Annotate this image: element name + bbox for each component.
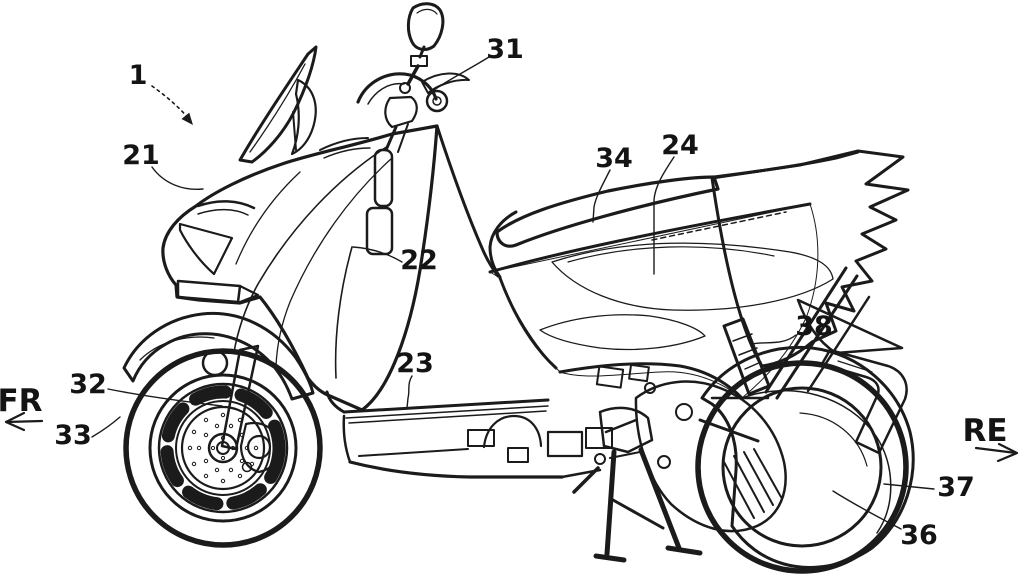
deck-trim-swoosh xyxy=(539,314,706,351)
seat-nose xyxy=(488,210,518,279)
rear-tire-outer xyxy=(695,360,909,574)
front-fender xyxy=(122,311,315,401)
tail-cowl xyxy=(710,149,910,368)
leader-line-22 xyxy=(352,246,403,263)
front-rim-inner xyxy=(175,400,271,496)
leader-line-31 xyxy=(433,56,490,91)
fr-label: FR xyxy=(0,383,43,419)
front-tire-outer xyxy=(123,348,323,548)
fork-shroud xyxy=(365,206,394,256)
caliper-bolt xyxy=(241,461,253,473)
front-brake-disc xyxy=(180,405,266,491)
front-rim-outer xyxy=(157,382,289,514)
front-lip xyxy=(176,279,242,304)
fairing-outline xyxy=(161,124,439,412)
front-fender-contour xyxy=(139,336,215,361)
ref-label-1: 1 xyxy=(129,60,148,91)
seat-rail-edge xyxy=(488,202,812,274)
body-lower-edge xyxy=(558,362,744,400)
direction-marker-rear: RE xyxy=(962,413,1019,463)
headlight xyxy=(178,222,234,276)
ref-label-34: 34 xyxy=(595,143,633,174)
rear-frame xyxy=(698,266,871,443)
front-fairing xyxy=(161,124,500,412)
ref-label-31: 31 xyxy=(486,34,524,65)
tail-lower-fin xyxy=(796,298,904,355)
ref-label-36: 36 xyxy=(900,520,938,551)
step-through-edge xyxy=(435,124,500,278)
throttle-grip-end xyxy=(425,89,449,113)
leader-line-33 xyxy=(91,416,121,438)
fr-arrowhead-icon xyxy=(4,411,26,432)
ref-label-22: 22 xyxy=(400,245,438,276)
rear-tire-inner xyxy=(721,386,883,548)
fork-tube-upper xyxy=(373,148,394,208)
leader-line-36 xyxy=(832,490,902,530)
direction-marker-front: FR xyxy=(0,383,44,432)
body-side-panel xyxy=(488,202,834,400)
leader-line-21 xyxy=(151,166,204,191)
under-cowl-edge xyxy=(348,460,564,479)
switch-housing xyxy=(384,95,418,129)
re-label: RE xyxy=(962,413,1007,449)
brake-lever xyxy=(421,72,470,94)
mirror xyxy=(406,2,445,51)
front-wheel xyxy=(123,348,323,548)
caliper-piston xyxy=(246,434,272,460)
center-stand xyxy=(572,406,703,563)
leader-line-34 xyxy=(592,169,611,223)
ref-label-21: 21 xyxy=(122,140,160,171)
handlebar-assembly xyxy=(356,2,470,256)
fender-mount-boss xyxy=(201,349,229,377)
rear-shock xyxy=(722,317,771,396)
leader-arrowhead-1 xyxy=(181,112,193,125)
leader-line-38 xyxy=(751,334,797,345)
windshield xyxy=(238,45,371,164)
front-wheel-spokes xyxy=(160,385,286,511)
ref-label-37: 37 xyxy=(937,472,975,503)
ref-label-23: 23 xyxy=(396,348,434,379)
rear-drive-unit xyxy=(604,380,787,533)
leader-line-37 xyxy=(883,483,935,490)
leg-shield-contour xyxy=(334,246,353,379)
leader-line-32 xyxy=(107,388,223,407)
ref-label-24: 24 xyxy=(661,130,699,161)
floorboard xyxy=(325,390,602,479)
rear-rack-line xyxy=(712,150,860,179)
engine-underside xyxy=(467,414,613,465)
rear-wheel xyxy=(695,360,909,574)
fr-arrow xyxy=(4,419,44,424)
ref-label-38: 38 xyxy=(795,311,833,342)
stand-pedal xyxy=(572,466,600,494)
rear-wheel-cover xyxy=(700,345,915,569)
mirror-stalk xyxy=(406,64,420,86)
seat xyxy=(488,150,860,279)
annotations: 1 21 31 22 34 24 38 23 32 33 37 36 FR RE xyxy=(0,34,1019,551)
seat-body xyxy=(495,175,720,248)
leader-line-24 xyxy=(653,156,675,275)
re-arrow xyxy=(974,446,1018,455)
ref-label-32: 32 xyxy=(69,369,107,400)
front-brake-caliper xyxy=(239,421,281,474)
ref-label-33: 33 xyxy=(54,420,92,451)
front-tire-inner xyxy=(148,373,298,523)
grab-bracket xyxy=(820,348,908,455)
re-arrowhead-icon xyxy=(996,442,1019,463)
leader-line-23 xyxy=(406,375,413,409)
leader-line-1 xyxy=(151,85,190,120)
side-panel-swoosh xyxy=(551,242,834,311)
